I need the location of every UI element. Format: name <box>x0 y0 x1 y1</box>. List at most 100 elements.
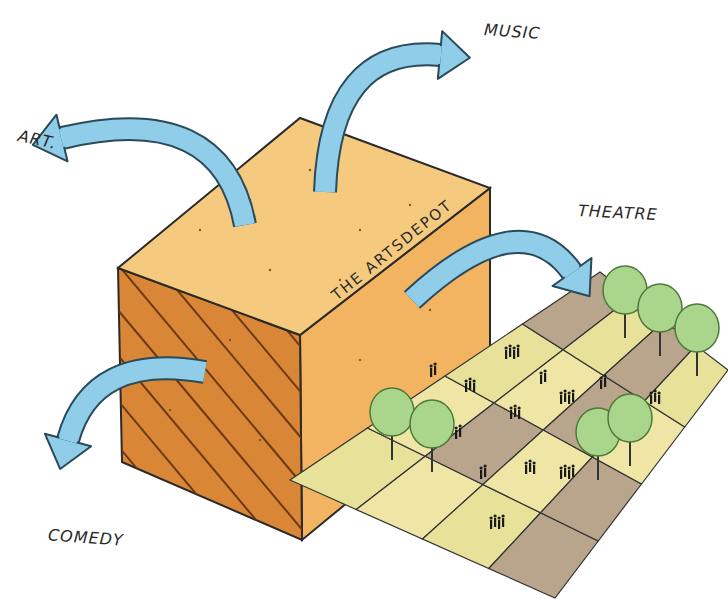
texture-dot <box>199 229 201 231</box>
person-head <box>560 466 563 469</box>
person-figure <box>509 348 511 357</box>
person-figure <box>473 383 475 392</box>
person-head <box>430 364 433 367</box>
hatch-line <box>0 260 146 570</box>
paving-tile <box>644 346 728 428</box>
person-head <box>455 426 458 429</box>
person-head <box>502 514 505 517</box>
person-head <box>600 376 603 379</box>
person-figure <box>490 520 492 529</box>
person-figure <box>459 428 461 437</box>
person-figure <box>525 465 527 474</box>
person-head <box>484 464 487 467</box>
person-head <box>572 464 575 467</box>
texture-dot <box>409 204 411 206</box>
person-head <box>568 466 571 469</box>
person-head <box>658 391 661 394</box>
category-label: THEATRE <box>578 201 659 224</box>
hatch-line <box>0 260 184 570</box>
arrow-head <box>553 258 592 296</box>
person-figure <box>540 375 542 384</box>
hatch-line <box>0 260 70 570</box>
person-head <box>518 406 521 409</box>
person-figure <box>498 520 500 529</box>
person-figure <box>517 348 519 357</box>
texture-dot <box>309 169 311 171</box>
hatch-line <box>380 260 640 570</box>
tree-canopy <box>675 304 719 352</box>
hatch-line <box>0 260 108 570</box>
person-figure <box>480 470 482 479</box>
person-figure <box>484 468 486 477</box>
person-figure <box>529 463 531 472</box>
arrow-joint <box>564 266 579 277</box>
person-figure <box>533 465 535 474</box>
person-figure <box>568 395 570 404</box>
person-figure <box>494 518 496 527</box>
texture-dot <box>359 229 361 231</box>
person-head <box>514 404 517 407</box>
person-figure <box>658 395 660 404</box>
texture-dot <box>229 339 231 341</box>
person-head <box>469 377 472 380</box>
person-head <box>480 466 483 469</box>
person-figure <box>654 393 656 402</box>
arrow-head <box>45 434 91 469</box>
person-head <box>498 516 501 519</box>
person-head <box>494 514 497 517</box>
person-head <box>560 391 563 394</box>
arrow-head <box>438 31 470 79</box>
tree-canopy <box>608 394 652 442</box>
texture-dot <box>359 359 361 361</box>
person-head <box>505 346 508 349</box>
person-figure <box>455 430 457 439</box>
texture-dot <box>169 409 171 411</box>
person-figure <box>505 350 507 359</box>
person-head <box>517 344 520 347</box>
arrow-joint <box>60 437 77 442</box>
person-figure <box>434 366 436 375</box>
person-head <box>513 346 516 349</box>
person-figure <box>564 393 566 402</box>
category-label: MUSIC <box>483 20 541 43</box>
person-figure <box>560 395 562 404</box>
person-head <box>510 406 513 409</box>
person-head <box>465 379 468 382</box>
person-head <box>564 389 567 392</box>
person-head <box>434 362 437 365</box>
person-figure <box>469 381 471 390</box>
tree-canopy <box>370 388 414 436</box>
person-head <box>604 374 607 377</box>
texture-dot <box>269 269 271 271</box>
person-head <box>564 464 567 467</box>
person-figure <box>568 470 570 479</box>
person-head <box>525 461 528 464</box>
hatch-line <box>304 260 564 570</box>
person-figure <box>510 410 512 419</box>
category-label: COMEDY <box>47 525 124 549</box>
person-head <box>529 459 532 462</box>
person-head <box>490 516 493 519</box>
person-head <box>654 389 657 392</box>
hatch-line <box>0 260 222 570</box>
person-head <box>533 461 536 464</box>
cube-top-face <box>118 118 490 335</box>
person-head <box>509 344 512 347</box>
hatch-line <box>342 260 602 570</box>
person-head <box>459 424 462 427</box>
arrow-joint <box>438 46 440 64</box>
tree-canopy <box>410 400 454 448</box>
person-head <box>473 379 476 382</box>
person-figure <box>572 393 574 402</box>
person-head <box>544 369 547 372</box>
person-figure <box>604 378 606 387</box>
person-figure <box>572 468 574 477</box>
person-figure <box>502 518 504 527</box>
person-head <box>568 391 571 394</box>
texture-dot <box>259 439 261 441</box>
person-head <box>572 389 575 392</box>
person-figure <box>430 368 432 377</box>
person-figure <box>544 373 546 382</box>
